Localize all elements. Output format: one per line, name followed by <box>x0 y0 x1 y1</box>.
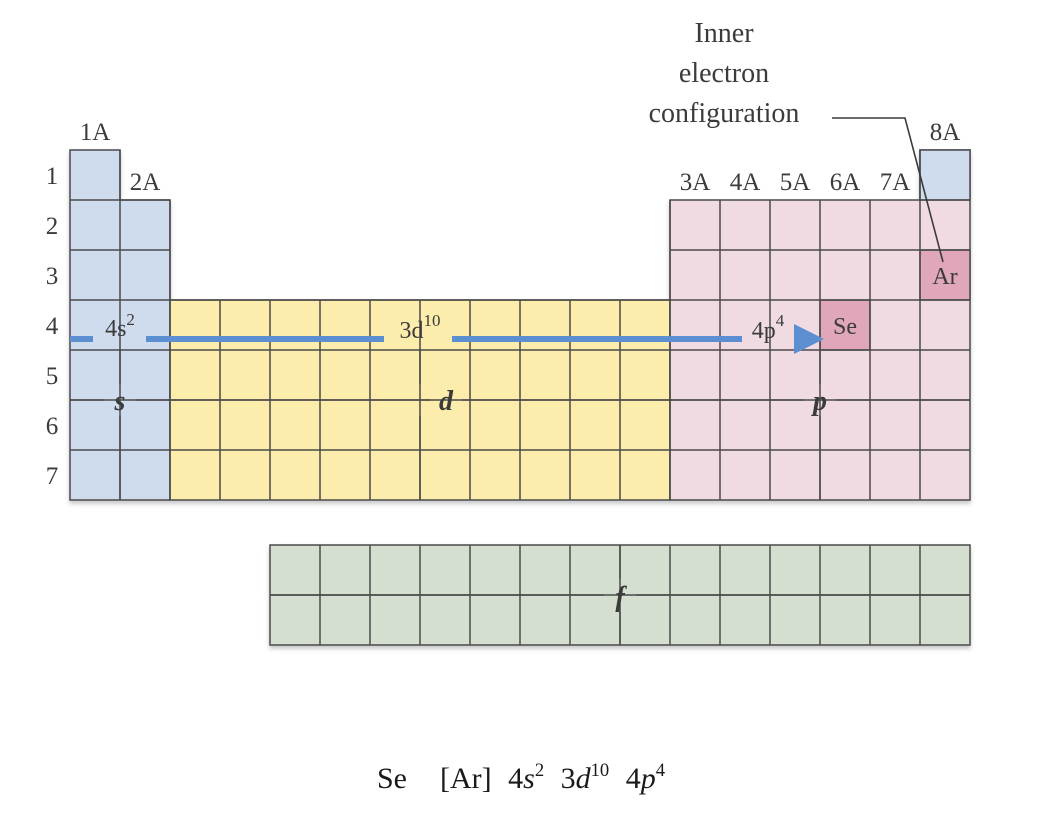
period-label-2: 2 <box>46 213 59 240</box>
caption-term-3d: 3d10 <box>560 759 610 795</box>
block-label-p: p <box>811 386 827 417</box>
config-label-3d: 3d10 <box>400 311 441 344</box>
block-label-s: s <box>114 386 126 417</box>
helium-cell <box>919 149 971 201</box>
config-label-4s: 4s2 <box>105 310 135 342</box>
period-label-7: 7 <box>46 463 59 490</box>
caption-term-4s: 4s2 <box>508 759 545 795</box>
block-label-d: d <box>439 386 454 417</box>
inner-config-annotation: Inner electron configuration <box>649 18 944 263</box>
period-labels: 1 2 3 4 5 6 7 <box>46 163 59 490</box>
group-label-4a: 4A <box>730 169 761 196</box>
caption-element: Se <box>376 762 407 795</box>
electron-configuration-caption: Se [Ar] 4s2 3d10 4p4 <box>0 759 1042 796</box>
annotation-leader-line <box>832 117 944 263</box>
annotation-line-3: configuration <box>649 98 800 129</box>
element-symbol-se: Se <box>833 314 857 340</box>
annotation-line-2: electron <box>679 58 769 89</box>
caption-core: [Ar] <box>439 762 492 795</box>
period-label-4: 4 <box>46 313 59 340</box>
period-label-6: 6 <box>46 413 59 440</box>
group-label-8a: 8A <box>930 119 961 146</box>
config-label-4p: 4p4 <box>752 311 785 344</box>
group-label-6a: 6A <box>830 169 861 196</box>
caption-term-4p: 4p4 <box>625 759 665 795</box>
block-label-f: f <box>615 582 627 613</box>
annotation-line-1: Inner <box>694 18 754 49</box>
period-label-1: 1 <box>46 163 59 190</box>
block-label-guides <box>70 350 970 645</box>
group-label-1a: 1A <box>80 119 111 146</box>
group-label-3a: 3A <box>680 169 711 196</box>
period-label-3: 3 <box>46 263 59 290</box>
period-label-5: 5 <box>46 363 59 390</box>
group-label-5a: 5A <box>780 169 811 196</box>
group-label-7a: 7A <box>880 169 911 196</box>
group-label-2a: 2A <box>130 169 161 196</box>
element-symbol-ar: Ar <box>932 264 957 290</box>
group-labels: 1A 2A 3A 4A 5A 6A 7A 8A <box>80 119 961 196</box>
